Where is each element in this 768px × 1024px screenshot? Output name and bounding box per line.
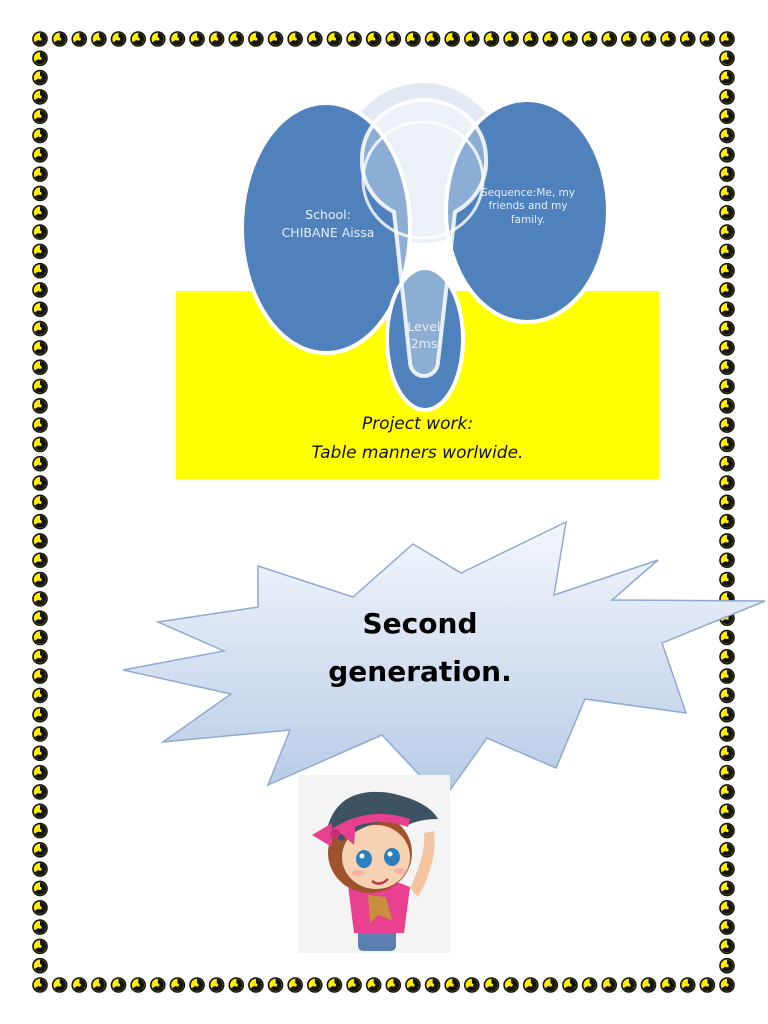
school-label: School: CHIBANE Aissa: [258, 206, 398, 242]
magnifier-rim: [361, 120, 485, 240]
callout-title: Second generation.: [300, 600, 540, 696]
project-title: Project work:: [361, 414, 474, 434]
girl-illustration: [298, 775, 450, 953]
callout-line-2: generation.: [328, 655, 512, 688]
project-subtitle: Table manners worlwide.: [311, 443, 524, 463]
level-label: Level: 2ms.: [394, 319, 458, 353]
starburst-shape: [122, 520, 766, 802]
sequence-label: Sequence:Me, my friends and my family.: [481, 187, 575, 226]
level-heading: Level:: [407, 319, 445, 334]
level-value: 2ms.: [410, 335, 442, 351]
school-oval: [240, 101, 412, 355]
school-heading: School:: [305, 207, 351, 222]
callout-line-1: Second: [362, 607, 478, 640]
school-name: CHIBANE Aissa: [281, 225, 375, 241]
